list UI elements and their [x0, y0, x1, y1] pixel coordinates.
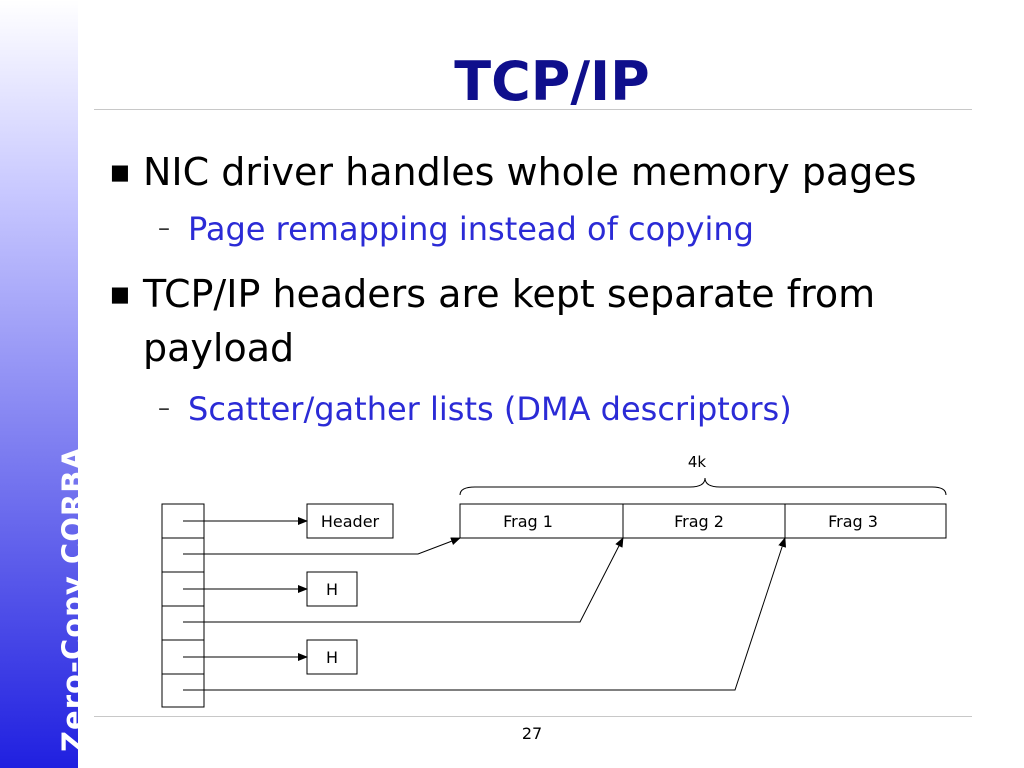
header-box-label: Header [321, 512, 380, 531]
bullet-icon: ■ [110, 160, 130, 184]
pointer-arrow [183, 537, 786, 691]
bullet-icon: ■ [110, 282, 130, 306]
title-divider [94, 109, 972, 110]
pointer-arrow [183, 537, 624, 623]
h-box-1-label: H [326, 580, 338, 599]
frag-1-label: Frag 1 [503, 512, 553, 531]
dash-icon: – [158, 394, 170, 422]
bullet-1-text: NIC driver handles whole memory pages [143, 150, 917, 194]
bullet-2-line-1: TCP/IP headers are kept separate from [143, 272, 876, 316]
brace-label: 4k [688, 453, 707, 471]
header-box [306, 503, 394, 539]
footer-divider [94, 716, 972, 717]
brace-4k [459, 477, 947, 496]
pointer-arrow [183, 537, 461, 555]
dash-icon: – [158, 214, 170, 242]
slide-title: TCP/IP [454, 50, 650, 113]
sidebar-band: Zero-Copy CORBA [0, 0, 90, 768]
h-box-2 [306, 639, 358, 675]
frag-2-label: Frag 2 [674, 512, 724, 531]
bullet-2-line-2: payload [143, 326, 295, 370]
descriptor-list [161, 503, 205, 708]
frag-3-label: Frag 3 [828, 512, 878, 531]
sub-bullet-1: Page remapping instead of copying [188, 210, 754, 248]
page-number: 27 [521, 724, 543, 743]
h-box-2-label: H [326, 648, 338, 667]
sub-bullet-2: Scatter/gather lists (DMA descriptors) [188, 390, 792, 428]
page-buffer [459, 503, 947, 539]
